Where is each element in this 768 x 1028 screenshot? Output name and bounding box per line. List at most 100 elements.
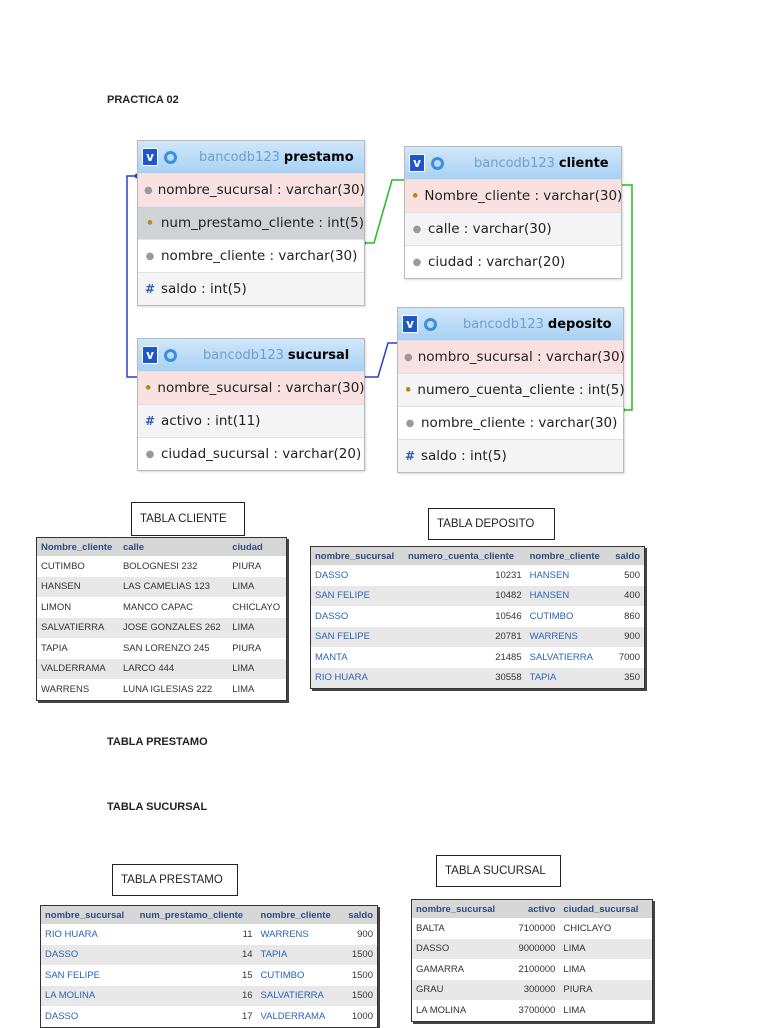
column-header[interactable]: nombre_sucursal	[311, 547, 404, 565]
link-sucursal-deposito	[363, 342, 397, 378]
cell: LIMA	[228, 617, 286, 638]
cell[interactable]: RIO HUARA	[311, 667, 404, 688]
cell[interactable]: VALDERRAMA	[256, 1006, 342, 1027]
cell: 1000	[341, 1006, 377, 1027]
er-header-prestamo[interactable]: v bancodb123 prestamo	[138, 141, 364, 173]
cell[interactable]: WARRENS	[525, 626, 609, 647]
column-header[interactable]: nombre_cliente	[525, 547, 609, 565]
column-header[interactable]: calle	[118, 538, 229, 556]
cell[interactable]: DASSO	[41, 944, 136, 965]
column-header[interactable]: nombre_sucursal	[41, 906, 136, 924]
db-name: bancodb123	[463, 316, 544, 332]
column-header[interactable]: nombre_cliente	[256, 906, 342, 924]
cell[interactable]: SAN FELIPE	[311, 585, 404, 606]
cell: 10231	[403, 565, 526, 586]
column-icon: ●	[145, 250, 155, 262]
cell: 16	[135, 985, 257, 1006]
cell: LARCO 444	[118, 658, 229, 679]
cell: 30558	[403, 667, 526, 688]
hash-icon: #	[404, 449, 416, 463]
column-header[interactable]: ciudad	[228, 538, 286, 556]
cell: 900	[608, 626, 644, 647]
er-table-prestamo[interactable]: v bancodb123 prestamo ●nombre_sucursal :…	[137, 140, 365, 306]
er-field: ●ciudad : varchar(20)	[405, 245, 621, 278]
cell[interactable]: SAN FELIPE	[311, 626, 404, 647]
cell[interactable]: TAPIA	[256, 944, 342, 965]
toggle-icon[interactable]: v	[402, 315, 418, 333]
column-icon: ●	[404, 351, 413, 363]
cell[interactable]: SALVATIERRA	[525, 647, 609, 668]
cell[interactable]: TAPIA	[525, 667, 609, 688]
column-header[interactable]: saldo	[341, 906, 377, 924]
cell: 500	[608, 565, 644, 586]
relationship-lines	[126, 173, 633, 413]
cell: CUTIMBO	[37, 556, 119, 577]
gear-icon[interactable]	[424, 317, 437, 331]
column-header[interactable]: nombre_sucursal	[412, 900, 510, 918]
cell[interactable]: DASSO	[311, 606, 404, 627]
cell[interactable]: SAN FELIPE	[41, 965, 136, 986]
column-header[interactable]: num_prestamo_cliente	[135, 906, 257, 924]
column-header[interactable]: numero_cuenta_cliente	[403, 547, 526, 565]
toggle-icon[interactable]: v	[409, 154, 425, 172]
er-table-sucursal[interactable]: v bancodb123 sucursal ⚫nombre_sucursal :…	[137, 338, 365, 471]
er-field: #saldo : int(5)	[138, 272, 364, 305]
cell: WARRENS	[37, 679, 119, 700]
toggle-icon[interactable]: v	[142, 346, 158, 364]
table-name: sucursal	[287, 347, 350, 363]
er-field: ●nombre_cliente : varchar(30)	[398, 406, 623, 439]
cell: 21485	[403, 647, 526, 668]
er-field: #saldo : int(5)	[398, 439, 623, 472]
cell: 860	[608, 606, 644, 627]
cell[interactable]: RIO HUARA	[41, 924, 136, 945]
er-table-cliente[interactable]: v bancodb123 cliente ⚫Nombre_cliente : v…	[404, 146, 622, 279]
key-icon: ⚫	[404, 384, 413, 396]
cell: HANSEN	[37, 576, 119, 597]
column-header[interactable]: saldo	[608, 547, 644, 565]
toggle-icon[interactable]: v	[142, 148, 158, 166]
cell[interactable]: SALVATIERRA	[256, 985, 342, 1006]
cell[interactable]: DASSO	[311, 565, 404, 586]
er-table-deposito[interactable]: v bancodb123 deposito ●nombro_sucursal :…	[397, 307, 625, 473]
cell[interactable]: CUTIMBO	[256, 965, 342, 986]
gear-icon[interactable]	[164, 150, 177, 164]
cell: GAMARRA	[412, 959, 510, 980]
cell[interactable]: WARRENS	[256, 924, 342, 945]
gear-icon[interactable]	[431, 156, 444, 170]
er-header-sucursal[interactable]: v bancodb123 sucursal	[138, 339, 364, 371]
column-header[interactable]: Nombre_cliente	[37, 538, 119, 556]
cell[interactable]: HANSEN	[525, 565, 609, 586]
db-name: bancodb123	[203, 347, 284, 363]
cell[interactable]: LA MOLINA	[41, 985, 136, 1006]
cell[interactable]: CUTIMBO	[525, 606, 609, 627]
er-header-deposito[interactable]: v bancodb123 deposito	[398, 308, 623, 340]
cell[interactable]: DASSO	[41, 1006, 136, 1027]
caption-tabla-prestamo: TABLA PRESTAMO	[112, 864, 238, 896]
cell[interactable]: HANSEN	[525, 585, 609, 606]
cell: BALTA	[412, 918, 510, 939]
cell: 2100000	[509, 959, 560, 980]
column-header[interactable]: activo	[509, 900, 560, 918]
cell: 14	[135, 944, 257, 965]
cell: 7100000	[509, 918, 560, 939]
cell: VALDERRAMA	[37, 658, 119, 679]
cell: 1500	[341, 985, 377, 1006]
db-name: bancodb123	[474, 155, 555, 171]
gear-icon[interactable]	[164, 348, 177, 362]
hash-icon: #	[144, 282, 156, 296]
er-header-cliente[interactable]: v bancodb123 cliente	[405, 147, 621, 179]
cell: JOSE GONZALES 262	[118, 617, 229, 638]
cell[interactable]: MANTA	[311, 647, 404, 668]
cell: 15	[135, 965, 257, 986]
column-icon: ●	[405, 417, 415, 429]
column-header[interactable]: ciudad_sucursal	[559, 900, 652, 918]
